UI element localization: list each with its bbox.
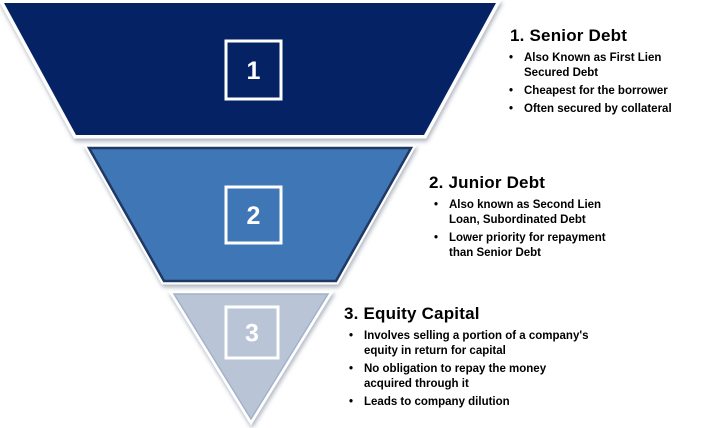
- equity-capital-label-block: 3. Equity Capital • Involves selling a p…: [344, 305, 590, 413]
- senior-debt-bullet-2: • Cheapest for the borrower: [504, 84, 694, 99]
- bullet-dot-icon: •: [434, 232, 439, 244]
- bullet-dot-icon: •: [434, 199, 439, 211]
- equity-capital-heading: 3. Equity Capital: [344, 304, 480, 323]
- bullet-dot-icon: •: [349, 330, 354, 342]
- senior-debt-bullet-3: • Often secured by collateral: [504, 102, 694, 117]
- junior-debt-bullet-2: • Lower priority for repayment than Seni…: [429, 231, 624, 261]
- number-1: 1: [247, 57, 261, 85]
- number-box-2: 2: [224, 185, 283, 245]
- bullet-dot-icon: •: [509, 85, 514, 97]
- number-box-3: 3: [224, 305, 280, 360]
- bullet-dot-icon: •: [509, 103, 514, 115]
- senior-debt-heading: 1. Senior Debt: [510, 26, 628, 45]
- equity-capital-bullet-2: • No obligation to repay the money acqui…: [344, 362, 590, 392]
- junior-debt-bullet-1: • Also known as Second Lien Loan, Subord…: [429, 198, 624, 228]
- junior-debt-label-block: 2. Junior Debt • Also known as Second Li…: [429, 174, 624, 264]
- senior-debt-label-block: 1. Senior Debt • Also Known as First Lie…: [504, 27, 694, 120]
- number-3: 3: [245, 320, 259, 348]
- equity-capital-bullet-3: • Leads to company dilution: [344, 395, 590, 410]
- number-2: 2: [247, 202, 261, 230]
- junior-debt-heading: 2. Junior Debt: [429, 173, 546, 192]
- bullet-dot-icon: •: [349, 396, 354, 408]
- senior-debt-bullet-1: • Also Known as First Lien Secured Debt: [504, 51, 694, 81]
- equity-capital-bullet-1: • Involves selling a portion of a compan…: [344, 329, 590, 359]
- number-box-1: 1: [224, 39, 283, 101]
- bullet-dot-icon: •: [349, 363, 354, 375]
- bullet-dot-icon: •: [509, 52, 514, 64]
